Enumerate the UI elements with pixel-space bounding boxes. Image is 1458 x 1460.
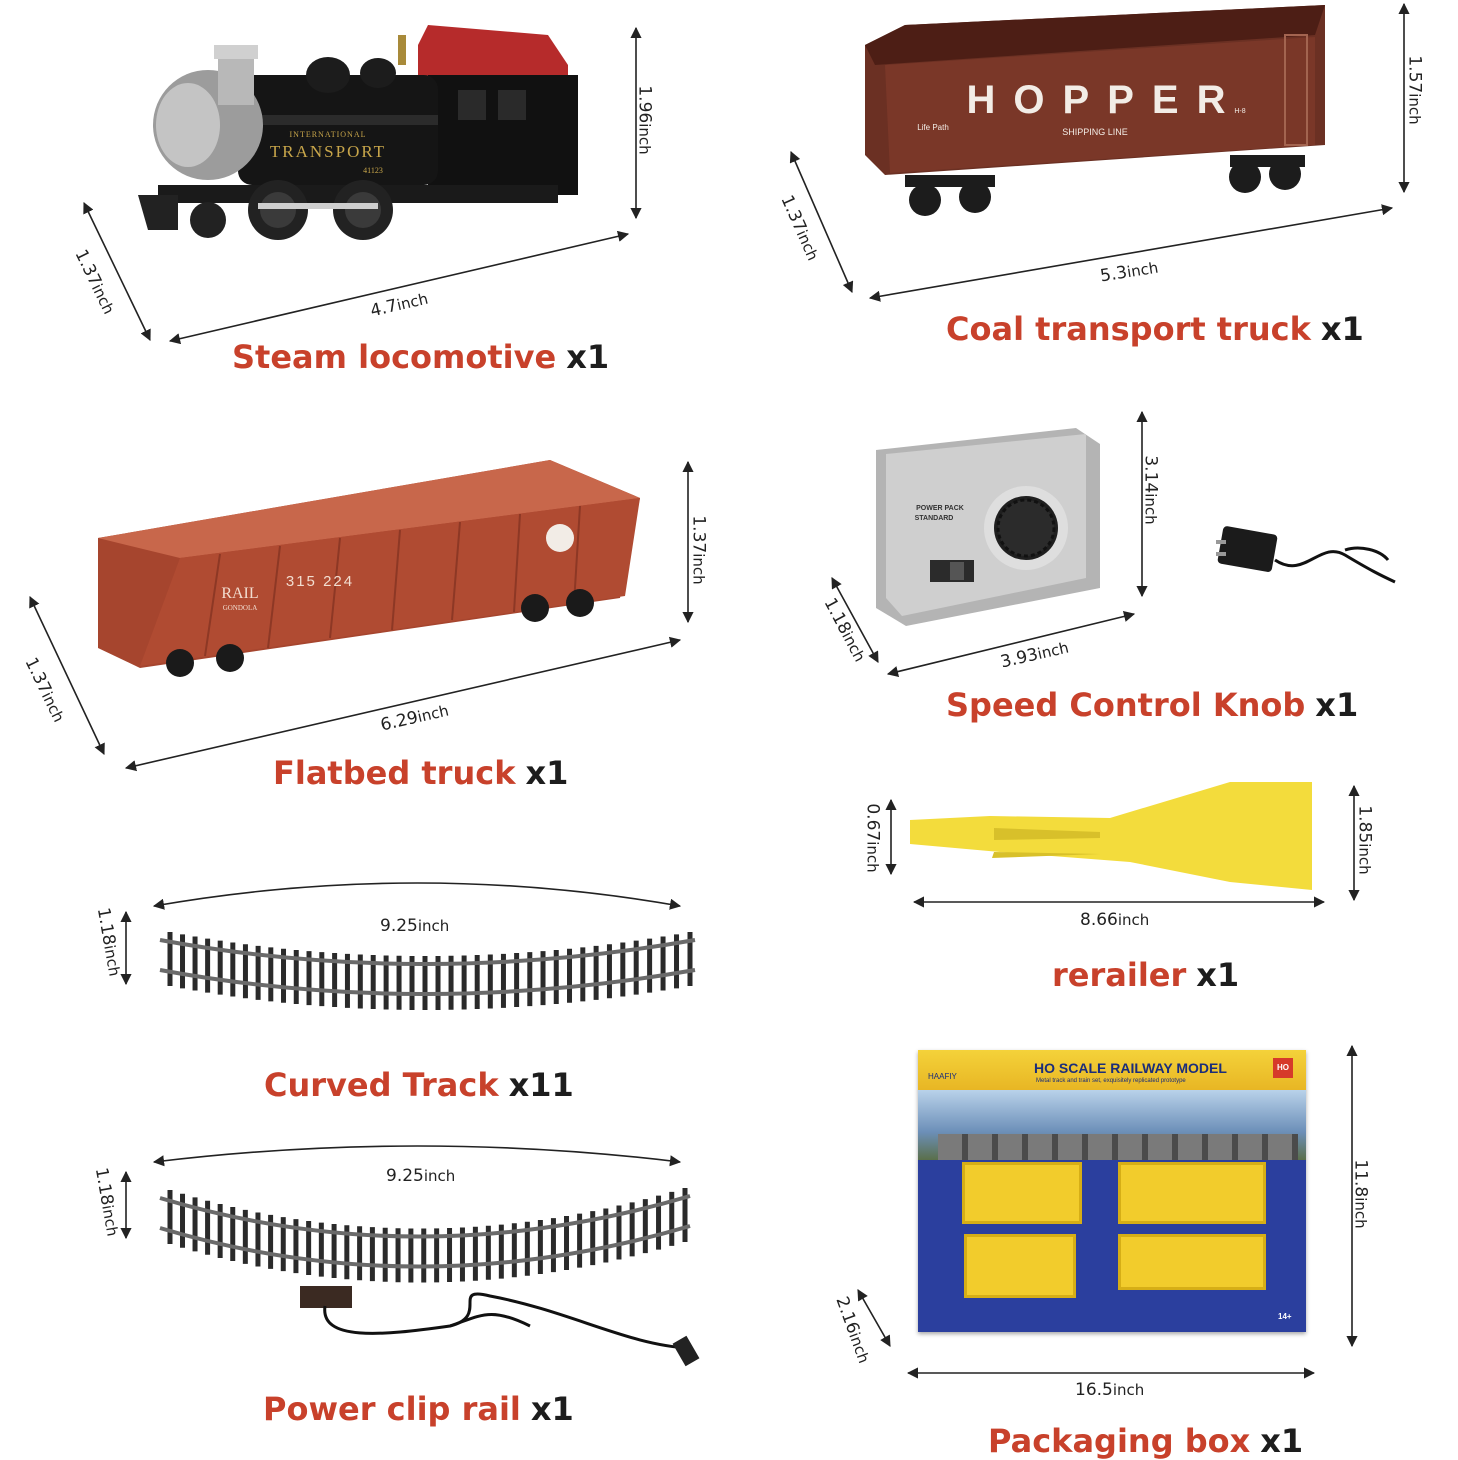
coal-car-sub: SHIPPING LINE bbox=[1062, 127, 1128, 137]
flatbed-car-label: RAIL bbox=[221, 585, 258, 602]
flatbed-truck-image: RAIL GONDOLA 315 224 bbox=[98, 460, 640, 677]
box-viaduct bbox=[938, 1134, 1298, 1160]
power-clip-rail-image bbox=[159, 1188, 700, 1367]
power-adapter-image bbox=[1216, 526, 1396, 584]
box-length-label: 16.5inch bbox=[1075, 1380, 1145, 1400]
speed-height-label: 3.14inch bbox=[1140, 455, 1161, 525]
rerailer-width-label: 0.67inch bbox=[862, 803, 883, 873]
box-compartment-3 bbox=[964, 1234, 1076, 1298]
flatbed-car-number: 315 224 bbox=[286, 573, 354, 590]
rerailer-length-label: 8.66inch bbox=[1080, 910, 1150, 930]
speed-panel-label-1: POWER PACK bbox=[916, 505, 964, 512]
curved-width-label: 1.18inch bbox=[92, 906, 124, 978]
flatbed-length-label: 6.29inch bbox=[378, 701, 451, 736]
locomotive-height-label: 1.96inch bbox=[634, 85, 655, 155]
steam-locomotive-image: INTERNATIONAL TRANSPORT 41123 bbox=[138, 25, 578, 240]
curved-track-image bbox=[159, 932, 696, 1010]
speed-control-image: POWER PACK STANDARD bbox=[876, 428, 1100, 626]
box-compartment-4 bbox=[1118, 1234, 1266, 1290]
box-title-text: HO SCALE RAILWAY MODEL bbox=[1034, 1060, 1227, 1076]
rerailer-height-label: 1.85inch bbox=[1354, 805, 1375, 875]
box-depth-label: 2.16inch bbox=[831, 1294, 873, 1366]
rerailer-image bbox=[910, 782, 1312, 890]
coal-width-label: 1.37inch bbox=[776, 192, 822, 264]
speed-panel-label-2: STANDARD bbox=[915, 515, 954, 522]
coal-car-label: HOPPER bbox=[967, 78, 1244, 122]
coal-height-label: 1.57inch bbox=[1404, 55, 1425, 125]
box-height-label: 11.8inch bbox=[1350, 1159, 1371, 1229]
box-compartment-2 bbox=[1118, 1162, 1266, 1224]
box-compartment-1 bbox=[962, 1162, 1082, 1224]
powerclip-width-label: 1.18inch bbox=[90, 1166, 122, 1238]
locomotive-marking-2: TRANSPORT bbox=[270, 142, 386, 161]
locomotive-marking-1: INTERNATIONAL bbox=[290, 130, 367, 139]
coal-car-code: H-8 bbox=[1234, 108, 1245, 115]
flatbed-height-label: 1.37inch bbox=[688, 515, 709, 585]
flatbed-width-label: 1.37inch bbox=[20, 654, 68, 726]
locomotive-width-label: 1.37inch bbox=[70, 246, 118, 318]
box-brand: HAAFIY bbox=[928, 1072, 957, 1081]
speed-width-label: 1.18inch bbox=[819, 594, 869, 665]
powerclip-length-label: 9.25inch bbox=[386, 1166, 456, 1186]
locomotive-length-label: 4.7inch bbox=[368, 289, 430, 322]
box-header bbox=[918, 1050, 1306, 1090]
locomotive-number: 41123 bbox=[363, 166, 383, 175]
box-subtitle-text: Metal track and train set, exquisitely r… bbox=[1036, 1078, 1186, 1084]
box-age: 14+ bbox=[1278, 1312, 1292, 1321]
speed-length-label: 3.93inch bbox=[998, 638, 1071, 673]
coal-length-label: 5.3inch bbox=[1098, 258, 1160, 287]
flatbed-car-sub: GONDOLA bbox=[223, 604, 258, 612]
box-badge: HO bbox=[1273, 1058, 1293, 1078]
coal-hopper-image: HOPPER Life Path SHIPPING LINE H-8 bbox=[865, 5, 1325, 216]
packaging-box-image: HAAFIY HO SCALE RAILWAY MODEL Metal trac… bbox=[918, 1050, 1306, 1332]
coal-car-brand: Life Path bbox=[917, 123, 949, 132]
curved-length-label: 9.25inch bbox=[380, 916, 450, 936]
